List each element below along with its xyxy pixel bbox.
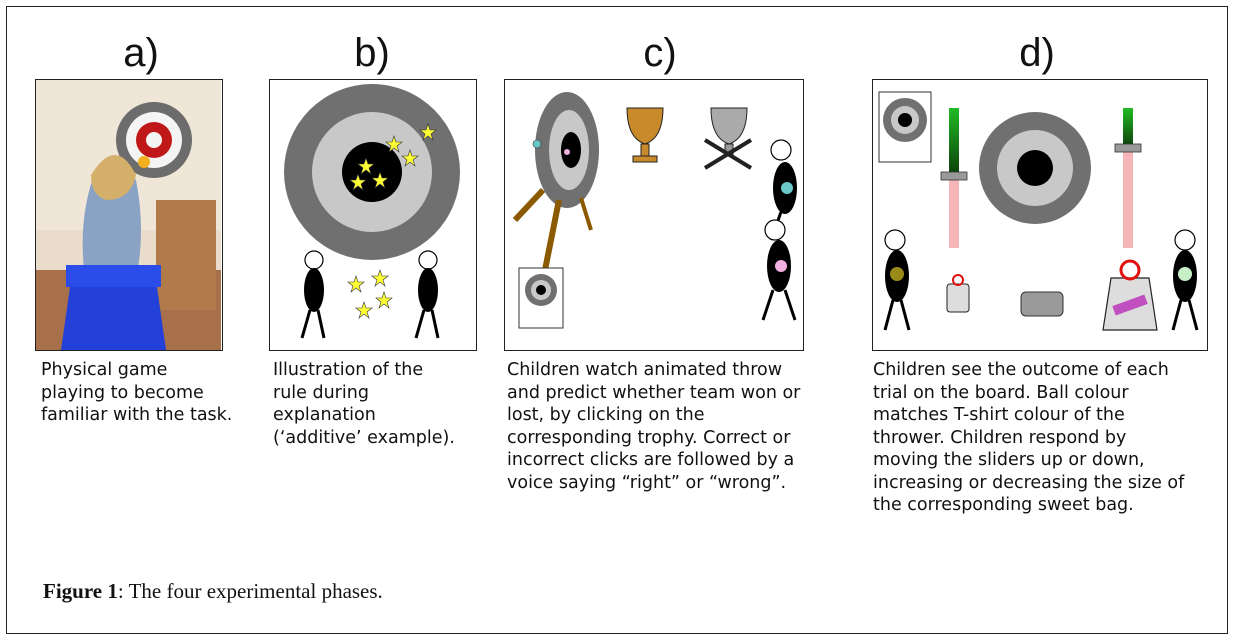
- panel-d-caption: Children see the outcome of each trial o…: [873, 359, 1218, 517]
- slider-right: [1114, 108, 1142, 248]
- panel-c-letter: c): [643, 31, 677, 75]
- thrower-figure-pink: [761, 219, 797, 321]
- panel-b-illustration: [269, 79, 477, 351]
- figure-frame: a) b) c) d): [6, 6, 1228, 634]
- panel-b-caption: Illustration of the rule during explanat…: [273, 359, 483, 449]
- caption-line: increasing or decreasing the size of: [873, 472, 1185, 493]
- sweet-bag-large-icon: [1102, 259, 1158, 331]
- caption-line: and predict whether team won or: [507, 382, 801, 403]
- caption-line: rule during: [273, 382, 369, 403]
- slider-left: [940, 108, 968, 248]
- thrower-figure-cyan: [769, 139, 797, 241]
- panel-c-trial-screen: [504, 79, 804, 351]
- caption-line: explanation: [273, 405, 376, 425]
- slider-left-handle: [940, 171, 968, 181]
- caption-line: Illustration of the: [273, 360, 424, 380]
- caption-line: (‘additive’ example).: [273, 427, 455, 448]
- slider-response-scene: [878, 91, 1199, 331]
- submit-button-icon: [1020, 291, 1064, 317]
- thrower-figure-right: [414, 250, 440, 339]
- panel-a-caption: Physical game playing to become familiar…: [41, 359, 241, 427]
- sweet-bag-small-icon: [946, 274, 970, 313]
- panel-d-letter: d): [1019, 31, 1055, 75]
- caption-line: corresponding trophy. Correct or: [507, 427, 791, 448]
- animated-throw-scene: [512, 92, 797, 329]
- caption-line: Children watch animated throw: [507, 360, 783, 380]
- trophy-lost-icon: [703, 107, 753, 170]
- caption-line: moving the sliders up or down,: [873, 450, 1145, 470]
- photo-child-throwing: [36, 80, 221, 350]
- figure-label: Figure 1: [43, 579, 118, 603]
- panel-d-response-screen: [872, 79, 1208, 351]
- panel-c-caption: Children watch animated throw and predic…: [507, 359, 837, 494]
- caption-line: trial on the board. Ball colour: [873, 382, 1129, 403]
- panel-a-letter: a): [123, 31, 159, 75]
- thrower-figure-left: [300, 250, 326, 339]
- caption-line: incorrect clicks are followed by a: [507, 450, 795, 470]
- caption-line: familiar with the task.: [41, 405, 233, 425]
- figure-caption-text: : The four experimental phases.: [117, 579, 383, 603]
- caption-line: Physical game: [41, 360, 168, 380]
- caption-line: Children see the outcome of each: [873, 360, 1169, 380]
- thrower-figure-mint: [1171, 229, 1199, 331]
- caption-line: lost, by clicking on the: [507, 405, 705, 425]
- figure-caption: Figure 1: The four experimental phases.: [43, 579, 383, 604]
- panel-b-letter: b): [354, 31, 390, 75]
- caption-line: matches T-shirt colour of the: [873, 405, 1125, 425]
- target-board-additive: [284, 84, 460, 339]
- panel-a-photo: [35, 79, 223, 351]
- caption-line: thrower. Children respond by: [873, 427, 1127, 448]
- caption-line: playing to become: [41, 382, 204, 403]
- thrower-figure-olive: [883, 229, 911, 331]
- trophy-won-icon: [626, 107, 664, 163]
- caption-line: the corresponding sweet bag.: [873, 495, 1134, 515]
- caption-line: voice saying “right” or “wrong”.: [507, 472, 787, 493]
- slider-right-handle: [1114, 143, 1142, 153]
